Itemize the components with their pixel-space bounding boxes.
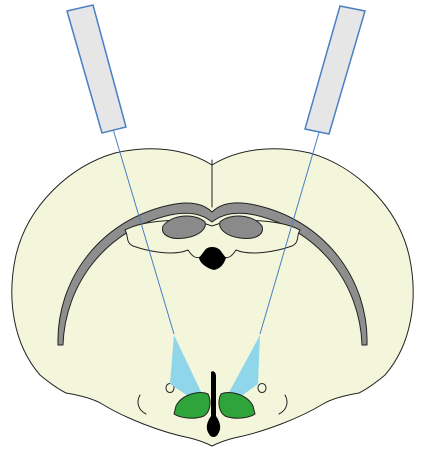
small-structure-right (258, 384, 266, 393)
optical-fiber-right (305, 6, 365, 134)
optical-fiber-left (67, 5, 126, 133)
